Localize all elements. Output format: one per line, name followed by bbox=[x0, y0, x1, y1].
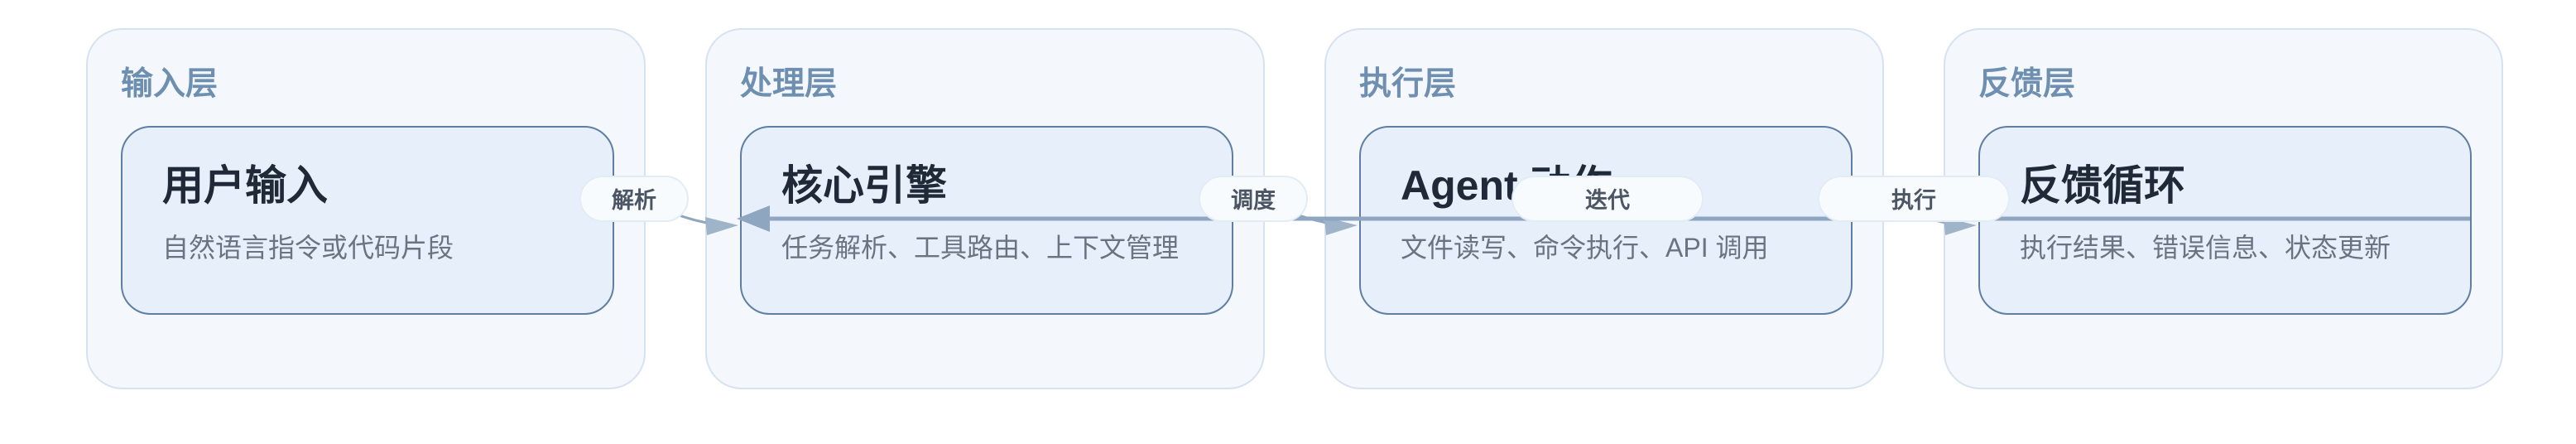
layer-title: 处理层 bbox=[740, 66, 838, 102]
node-title: 用户输入 bbox=[162, 162, 328, 209]
edge-label-parse: 解析 bbox=[579, 176, 689, 222]
edge-label-iterate: 迭代 bbox=[1511, 176, 1704, 222]
layer-input: 输入层 用户输入 自然语言指令或代码片段 bbox=[86, 28, 646, 389]
edge-label-execute: 执行 bbox=[1818, 176, 2010, 222]
node-description: 任务解析、工具路由、上下文管理 bbox=[781, 233, 1180, 263]
arrowhead-dispatch-icon bbox=[1324, 217, 1358, 235]
node-description: 执行结果、错误信息、状态更新 bbox=[2020, 233, 2391, 263]
node-title: 反馈循环 bbox=[2020, 162, 2185, 209]
layer-title: 输入层 bbox=[121, 66, 219, 102]
layer-title: 反馈层 bbox=[1978, 66, 2076, 102]
layer-title: 执行层 bbox=[1359, 66, 1457, 102]
layer-feedback: 反馈层 反馈循环 执行结果、错误信息、状态更新 bbox=[1944, 28, 2503, 389]
arrowhead-parse-icon bbox=[705, 217, 738, 235]
edge-label-dispatch: 调度 bbox=[1199, 176, 1308, 222]
node-title: 核心引擎 bbox=[781, 162, 947, 209]
node-description: 自然语言指令或代码片段 bbox=[162, 233, 454, 263]
node-user-input[interactable]: 用户输入 自然语言指令或代码片段 bbox=[121, 126, 614, 315]
arrowhead-iterate-icon bbox=[737, 205, 770, 232]
node-description: 文件读写、命令执行、API 调用 bbox=[1401, 233, 1769, 263]
